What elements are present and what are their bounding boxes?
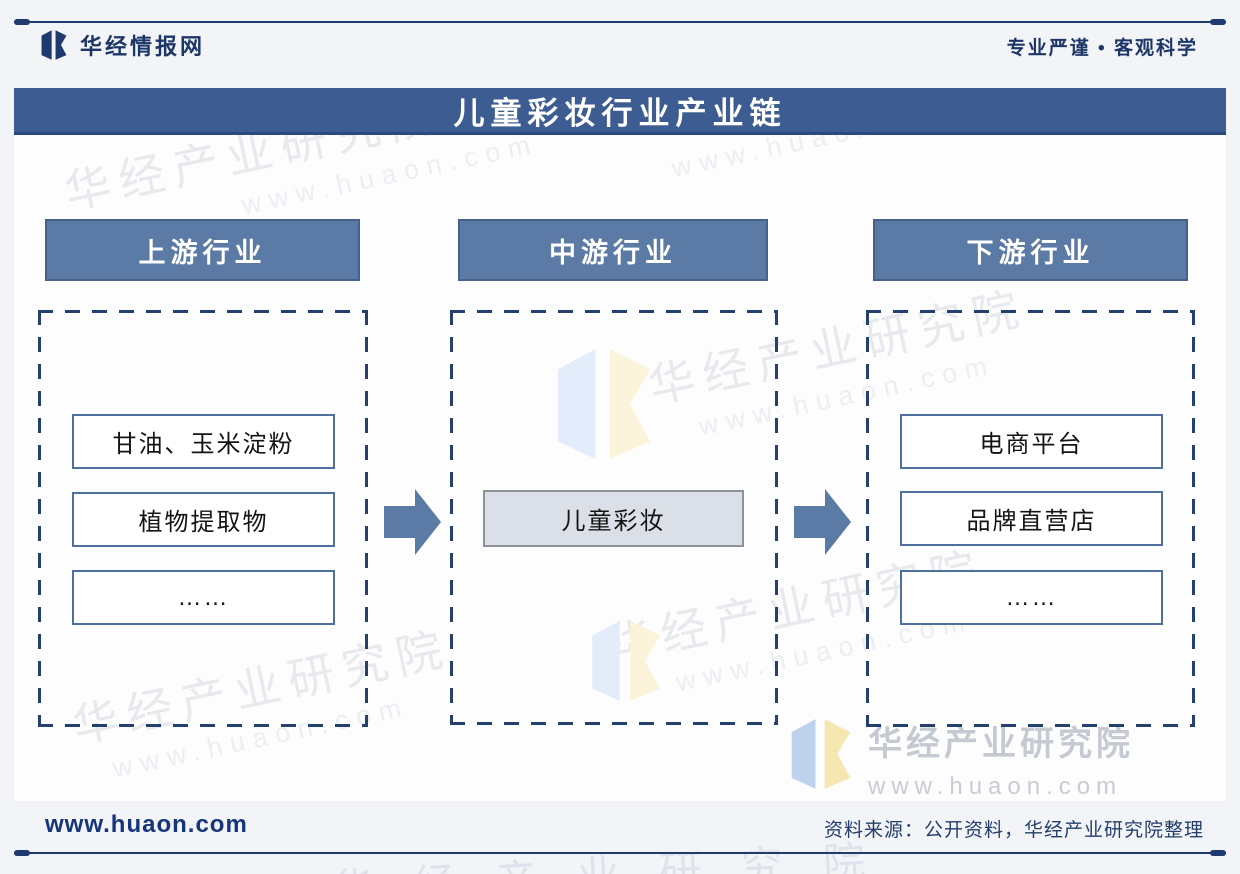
top-rule-cap-left <box>14 19 30 25</box>
bottom-rule-cap-left <box>14 850 30 856</box>
midstream-item: 儿童彩妆 <box>483 490 744 547</box>
column-header-downstream: 下游行业 <box>873 219 1188 281</box>
top-rule-cap-right <box>1210 19 1226 25</box>
bottom-rule-cap-right <box>1210 850 1226 856</box>
column-header-upstream: 上游行业 <box>45 219 360 281</box>
bottom-rule <box>14 852 1226 854</box>
site-brand: 华经情报网 <box>40 29 205 61</box>
upstream-item: 甘油、玉米淀粉 <box>72 414 335 469</box>
flow-arrow-icon <box>794 489 851 555</box>
column-header-midstream: 中游行业 <box>458 219 768 281</box>
upstream-item: 植物提取物 <box>72 492 335 547</box>
footer-source-note: 资料来源：公开资料，华经产业研究院整理 <box>823 820 1204 841</box>
footer-site-url: www.huaon.com <box>45 811 248 838</box>
top-rule <box>14 21 1226 23</box>
downstream-item: …… <box>900 570 1163 625</box>
huaon-logo-icon <box>41 30 67 60</box>
downstream-item: 电商平台 <box>900 414 1163 469</box>
upstream-item: …… <box>72 570 335 625</box>
flow-arrow-icon <box>384 489 441 555</box>
brand-slogan: 专业严谨 • 客观科学 <box>1006 38 1198 59</box>
downstream-item: 品牌直营店 <box>900 491 1163 546</box>
page-title: 儿童彩妆行业产业链 <box>453 95 787 131</box>
brand-name: 华经情报网 <box>80 34 206 59</box>
title-banner: 儿童彩妆行业产业链 <box>14 88 1226 135</box>
